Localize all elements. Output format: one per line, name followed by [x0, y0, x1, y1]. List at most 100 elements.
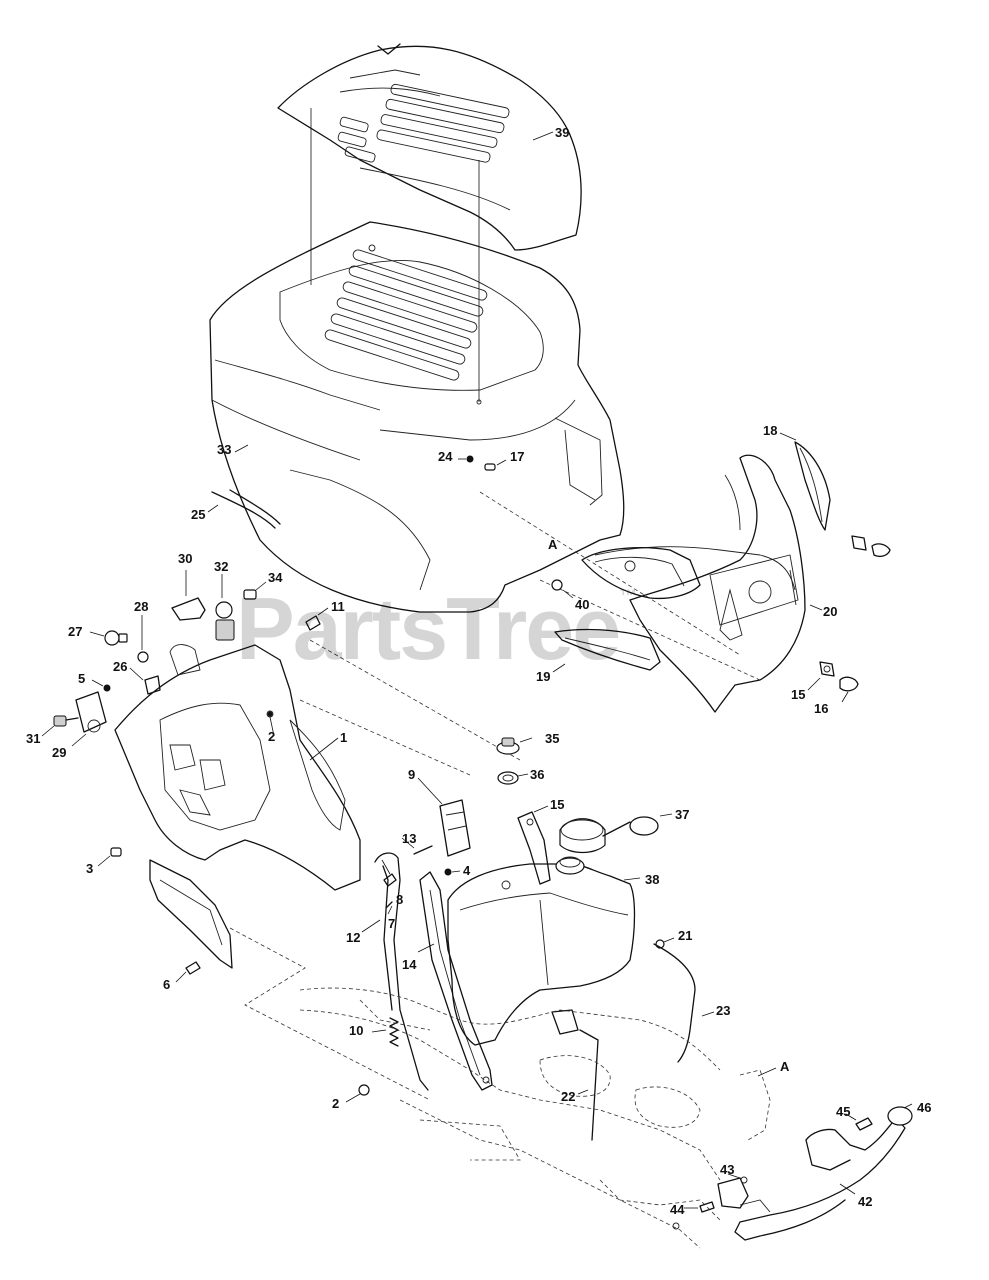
part-44-bolt[interactable]	[672, 1201, 715, 1230]
callout-29[interactable]: 28	[134, 599, 149, 614]
callout-28[interactable]: 27	[68, 624, 83, 639]
callout-16[interactable]: 15	[791, 687, 806, 702]
callout-36[interactable]: 35	[545, 731, 560, 746]
part-29-nut[interactable]	[137, 615, 149, 663]
part-14-lever-plate[interactable]	[417, 871, 493, 1091]
part-3-screw[interactable]	[97, 847, 122, 867]
callout-11[interactable]: 11	[331, 599, 345, 614]
callout-15[interactable]: 15	[550, 797, 565, 812]
side-panel-lower[interactable]	[149, 859, 233, 969]
part-11-screw[interactable]	[305, 607, 329, 631]
callout-35[interactable]: 34	[268, 570, 283, 585]
part-26-cable-tie[interactable]	[207, 489, 281, 529]
part-28-knob[interactable]	[89, 630, 128, 646]
callout-41[interactable]: 40	[575, 597, 590, 612]
callout-8[interactable]: 8	[396, 892, 404, 907]
callout-2-lower[interactable]: 2	[332, 1096, 340, 1111]
part-31-switch[interactable]	[171, 570, 206, 621]
part-37-grommet[interactable]	[497, 771, 529, 785]
callout-33[interactable]: 32	[214, 559, 229, 574]
callout-44[interactable]: 44	[670, 1202, 685, 1217]
part-25-screw[interactable]	[458, 455, 474, 463]
callout-43[interactable]: 43	[720, 1162, 735, 1177]
part-12-lever[interactable]	[361, 852, 429, 1091]
callout-31[interactable]: 30	[178, 551, 193, 566]
callout-20[interactable]: 19	[536, 669, 551, 684]
part-20-lens-panel[interactable]	[552, 628, 661, 673]
part-4-nut[interactable]	[444, 868, 461, 876]
part-24-fuel-line[interactable]	[653, 943, 715, 1063]
part-2-nut-upper[interactable]	[267, 711, 273, 717]
callout-A-upper: A	[548, 537, 558, 552]
part-19-socket[interactable]	[851, 535, 891, 557]
callout-21[interactable]: 20	[823, 604, 838, 619]
part-42-bracket[interactable]	[734, 1117, 906, 1241]
part-6-bolt[interactable]	[175, 961, 201, 983]
callout-23[interactable]: 22	[561, 1089, 576, 1104]
callout-38[interactable]: 37	[675, 807, 690, 822]
callout-30[interactable]: 29	[52, 745, 67, 760]
part-21-grille[interactable]	[594, 454, 823, 713]
callout-24[interactable]: 23	[716, 1003, 731, 1018]
part-35-plug[interactable]	[243, 581, 267, 600]
part-19-bracket[interactable]	[779, 432, 831, 531]
callout-7[interactable]: 7	[388, 916, 396, 931]
part-23-bracket[interactable]	[551, 1009, 599, 1141]
part-10-spring[interactable]	[371, 1017, 399, 1047]
callout-42[interactable]: 42	[858, 1194, 873, 1209]
part-45-bolt[interactable]	[845, 1113, 873, 1131]
callout-4[interactable]: 4	[463, 863, 471, 878]
callout-34[interactable]: 33	[217, 442, 232, 457]
watermark: PartsTree™	[236, 579, 637, 678]
callout-32[interactable]: 31	[26, 731, 41, 746]
part-43-plate[interactable]	[717, 1173, 749, 1209]
part-17-bulb[interactable]	[839, 676, 859, 703]
callout-14[interactable]: 14	[402, 957, 417, 972]
part-8-spring[interactable]	[381, 859, 397, 887]
part-16-socket[interactable]	[807, 661, 835, 691]
callout-6[interactable]: 6	[163, 977, 171, 992]
callout-46[interactable]: 46	[917, 1100, 932, 1115]
part-40-hood-insert[interactable]	[277, 43, 582, 402]
callout-22[interactable]: 21	[678, 928, 693, 943]
part-1-dash-panel[interactable]	[114, 644, 361, 891]
callout-45[interactable]: 45	[836, 1104, 851, 1119]
part-15-bracket[interactable]	[517, 805, 551, 885]
callout-5[interactable]: 5	[78, 671, 86, 686]
part-7-bolt[interactable]	[385, 901, 393, 915]
callout-1[interactable]: 1	[340, 730, 348, 745]
part-41-nut[interactable]	[551, 579, 574, 599]
part-5-screw[interactable]	[91, 679, 111, 692]
tractor-frame	[299, 987, 777, 1249]
part-13-pin[interactable]	[401, 837, 433, 855]
callout-13[interactable]: 13	[402, 831, 417, 846]
callout-2-upper[interactable]: 2	[268, 729, 276, 744]
callout-17[interactable]: 16	[814, 701, 829, 716]
callout-26[interactable]: 25	[191, 507, 206, 522]
callout-27[interactable]: 26	[113, 659, 128, 674]
part-18-clip[interactable]	[484, 459, 507, 471]
part-38-fuel-cap[interactable]	[559, 813, 673, 854]
callout-39[interactable]: 38	[645, 872, 660, 887]
callout-3[interactable]: 3	[86, 861, 94, 876]
callout-12[interactable]: 12	[346, 930, 361, 945]
part-33-key-switch[interactable]	[215, 574, 235, 641]
part-9-bracket[interactable]	[417, 777, 471, 857]
callout-40[interactable]: 39	[555, 125, 570, 140]
callout-10[interactable]: 10	[349, 1023, 364, 1038]
part-27-bracket[interactable]	[129, 667, 161, 695]
callout-9[interactable]: 9	[408, 767, 416, 782]
callout-25[interactable]: 24	[438, 449, 453, 464]
part-34-hood[interactable]	[209, 221, 625, 613]
callout-37[interactable]: 36	[530, 767, 545, 782]
part-36-vent[interactable]	[496, 737, 533, 755]
part-2-nut-lower[interactable]	[345, 1084, 370, 1103]
callout-19[interactable]: 18	[763, 423, 778, 438]
callout-18[interactable]: 17	[510, 449, 525, 464]
part-46-cap[interactable]	[887, 1103, 913, 1126]
part-39-fuel-tank[interactable]	[447, 856, 641, 1046]
headlight-lens[interactable]	[581, 547, 701, 600]
part-32-key[interactable]	[41, 715, 79, 737]
part-30-ignition[interactable]	[71, 691, 107, 747]
